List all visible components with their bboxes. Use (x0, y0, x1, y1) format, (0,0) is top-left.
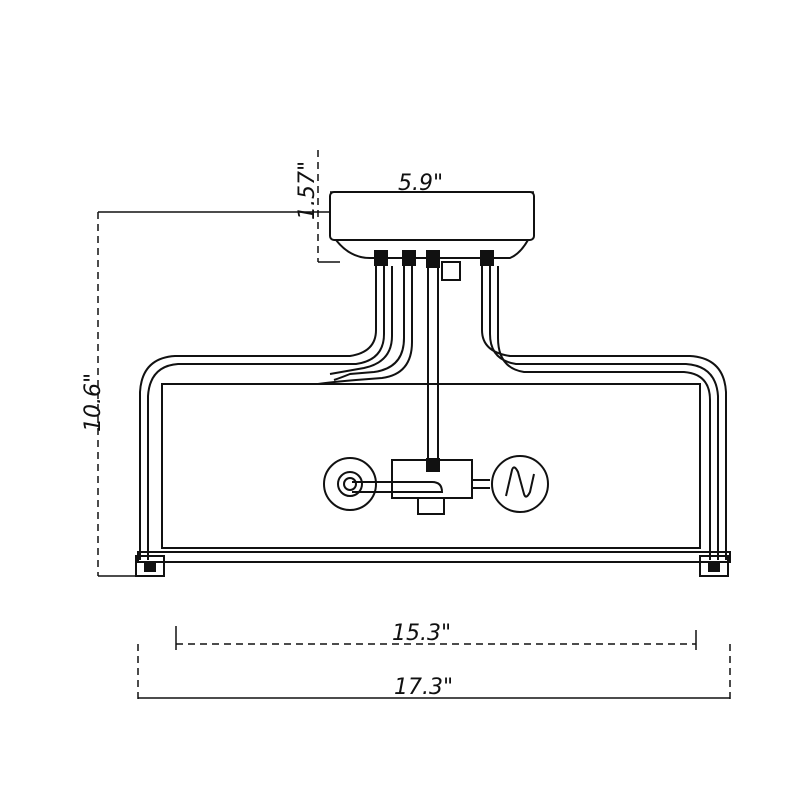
left-bulb-icon (323, 457, 377, 511)
canopy-width-label: 5.9" (398, 171, 443, 196)
wire-connectors (374, 250, 494, 281)
overall-width-label: 17.3" (394, 675, 453, 700)
bottom-rail (135, 547, 731, 577)
overall-height-label: 10.6" (81, 373, 106, 432)
socket-cluster (323, 455, 549, 515)
overall-width-dimension: 17.3" (137, 644, 731, 700)
center-rod (427, 266, 439, 462)
canopy-height-label: 1.57" (295, 161, 320, 220)
canopy-height-dimension: 1.57" (295, 150, 340, 263)
canopy-width-dimension: 5.9" (330, 171, 534, 196)
right-bulb-icon (491, 455, 549, 513)
frame-left-arm (139, 266, 413, 560)
overall-height-dimension: 10.6" (81, 211, 330, 577)
inner-width-label: 15.3" (392, 621, 451, 646)
inner-width-dimension: 15.3" (175, 621, 697, 650)
frame-right-arm (481, 266, 727, 560)
canopy (329, 191, 535, 259)
